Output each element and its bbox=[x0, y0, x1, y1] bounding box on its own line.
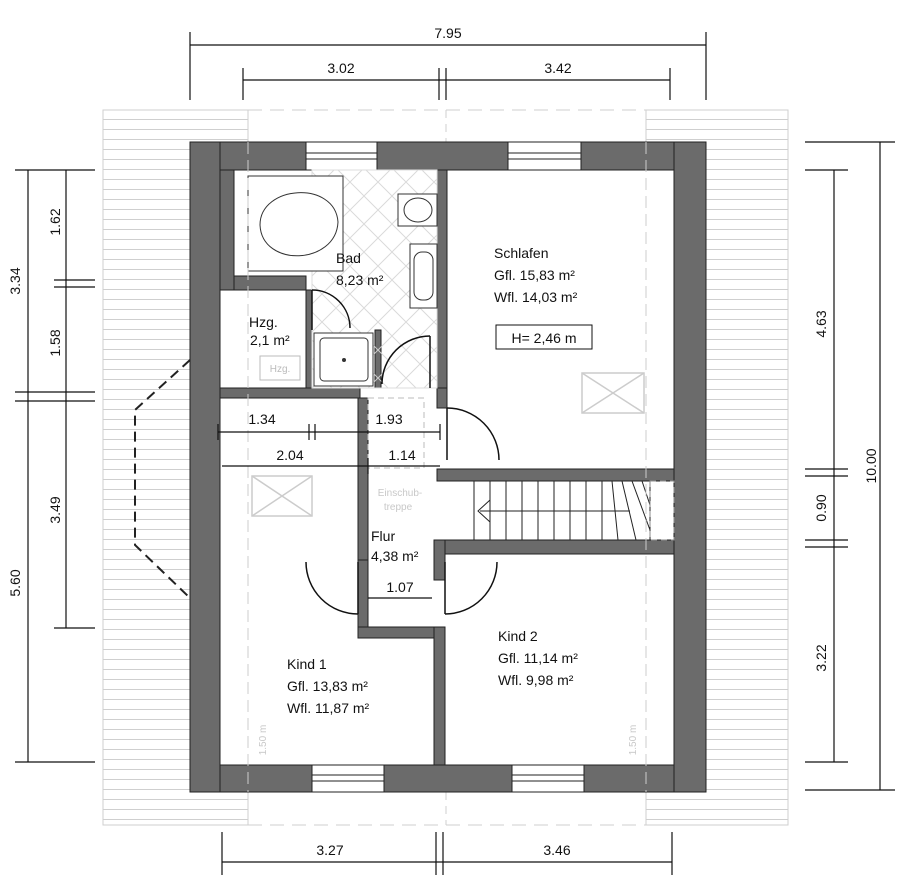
dim-inner-1: 1.34 bbox=[248, 411, 275, 427]
room-schlafen-name: Schlafen bbox=[494, 245, 548, 261]
bathtub-icon bbox=[247, 175, 344, 272]
slope-label-right: 1.50 m bbox=[628, 725, 639, 756]
toilet-icon bbox=[397, 193, 438, 227]
dim-right-inner-3: 3.22 bbox=[813, 644, 829, 671]
heating-unit: Hzg. bbox=[259, 355, 301, 381]
svg-text:Hzg.: Hzg. bbox=[270, 364, 291, 375]
dim-top-right: 3.42 bbox=[544, 60, 571, 76]
dim-left-outer-top: 3.34 bbox=[7, 267, 23, 294]
room-hzg-area: 2,1 m² bbox=[250, 332, 290, 348]
outer-walls bbox=[189, 141, 707, 793]
room-schlafen-wfl: Wfl. 14,03 m² bbox=[494, 289, 578, 305]
slope-lines bbox=[247, 142, 647, 792]
dim-left-inner-3: 3.49 bbox=[47, 496, 63, 523]
room-flur-name: Flur bbox=[371, 528, 395, 544]
dim-left-outer-bottom: 5.60 bbox=[7, 569, 23, 596]
dim-top-total: 7.95 bbox=[434, 25, 461, 41]
dim-left-inner-2: 1.58 bbox=[47, 329, 63, 356]
sink-icon bbox=[409, 243, 438, 309]
dimension-lines bbox=[15, 32, 895, 875]
room-hzg-name: Hzg. bbox=[249, 314, 278, 330]
dim-inner-3: 2.04 bbox=[276, 447, 303, 463]
dim-top-left: 3.02 bbox=[327, 60, 354, 76]
room-labels: Bad 8,23 m² Hzg. 2,1 m² Schlafen Gfl. 15… bbox=[249, 245, 593, 716]
dim-right-outer: 10.00 bbox=[863, 448, 879, 483]
room-kind1-wfl: Wfl. 11,87 m² bbox=[287, 700, 370, 716]
roof-outline-top-bottom bbox=[248, 109, 646, 826]
dim-right-inner-2: 0.90 bbox=[813, 494, 829, 521]
room-kind2-name: Kind 2 bbox=[498, 628, 538, 644]
shower-icon bbox=[313, 332, 374, 387]
dim-inner-5: 1.07 bbox=[386, 579, 413, 595]
dim-inner-4: 1.14 bbox=[388, 447, 415, 463]
room-schlafen-height: H= 2,46 m bbox=[512, 330, 577, 346]
dim-right-inner-1: 4.63 bbox=[813, 310, 829, 337]
room-schlafen-gfl: Gfl. 15,83 m² bbox=[494, 267, 575, 283]
room-bad-name: Bad bbox=[336, 250, 361, 266]
room-kind2-gfl: Gfl. 11,14 m² bbox=[498, 650, 578, 666]
svg-text:Einschub-: Einschub- bbox=[378, 488, 422, 499]
dim-left-inner-1: 1.62 bbox=[47, 208, 63, 235]
windows bbox=[305, 141, 585, 793]
room-bad-area: 8,23 m² bbox=[336, 272, 384, 288]
room-kind2-wfl: Wfl. 9,98 m² bbox=[498, 672, 574, 688]
skylights bbox=[251, 372, 645, 517]
bay-window bbox=[134, 359, 191, 599]
room-flur-area: 4,38 m² bbox=[371, 548, 419, 564]
room-kind1-name: Kind 1 bbox=[287, 656, 327, 672]
attic-ladder: Einschub- treppe bbox=[367, 397, 425, 513]
staircase bbox=[473, 480, 675, 541]
room-kind1-gfl: Gfl. 13,83 m² bbox=[287, 678, 368, 694]
dimension-labels: 7.95 3.02 3.42 3.27 3.46 3.34 5.60 1.62 … bbox=[7, 25, 879, 858]
slope-label-left: 1.50 m bbox=[258, 725, 269, 756]
dim-bottom-left: 3.27 bbox=[316, 842, 343, 858]
doors bbox=[305, 289, 500, 615]
dim-bottom-right: 3.46 bbox=[543, 842, 570, 858]
svg-text:treppe: treppe bbox=[384, 502, 413, 513]
dim-inner-2: 1.93 bbox=[375, 411, 402, 427]
